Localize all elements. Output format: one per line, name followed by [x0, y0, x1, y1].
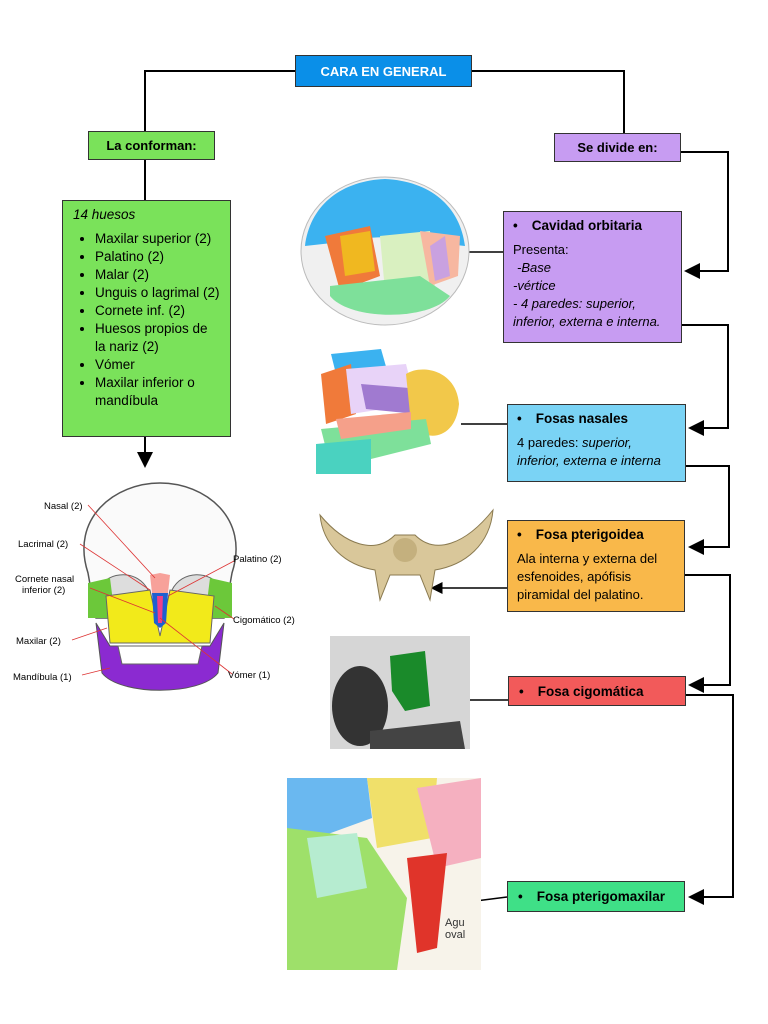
bone-item: Malar (2) — [95, 266, 220, 284]
orbit-illustration — [300, 176, 470, 326]
orbit-paredes: - 4 paredes: superior, inferior, externa… — [513, 296, 661, 329]
skull-front-illustration: Nasal (2) Lacrimal (2) Cornete nasal inf… — [13, 482, 295, 691]
pterygomaxillary-illustration: Agu oval — [287, 778, 481, 970]
arrow-to-cigomatica — [685, 574, 731, 693]
bone-item: Vómer — [95, 356, 220, 374]
arrow-to-pterigomaxilar — [686, 694, 734, 905]
se-divide-box: Se divide en: — [554, 133, 681, 162]
label-maxilar: Maxilar (2) — [16, 636, 61, 647]
bones-box: 14 huesos Maxilar superior (2) Palatino … — [62, 200, 231, 437]
se-divide-label: Se divide en: — [577, 140, 658, 155]
label-lacrimal: Lacrimal (2) — [18, 539, 68, 550]
la-conforman-box: La conforman: — [88, 131, 215, 160]
bone-item: Maxilar superior (2) — [95, 230, 220, 248]
label-cornete-2: inferior (2) — [22, 585, 65, 596]
orbit-base: -Base — [517, 260, 551, 275]
label-cigomatico: Cigomático (2) — [233, 615, 295, 626]
fosas-nasales-box: • Fosas nasales 4 paredes: superior, inf… — [507, 404, 686, 482]
fosas-nasales-title-row: • Fosas nasales — [517, 411, 676, 426]
label-palatino: Palatino (2) — [233, 554, 282, 565]
label-agu: Agu — [445, 917, 465, 929]
label-oval: oval — [445, 929, 465, 941]
orbit-vertice: -vértice — [513, 278, 556, 293]
fosa-cigomatica-box: • Fosa cigomática — [508, 676, 686, 706]
line-title-right — [472, 70, 625, 133]
fosa-pterigoidea-body: Ala interna y externa del esfenoides, ap… — [517, 551, 658, 602]
nasales-walls: superior, inferior, externa e interna — [517, 435, 661, 468]
fosa-pterigoidea-title-row: • Fosa pterigoidea — [517, 527, 675, 542]
fosa-pterigomaxilar-title: Fosa pterigomaxilar — [536, 889, 666, 904]
nasal-cavity-illustration — [311, 344, 461, 476]
bone-item: Maxilar inferior o mandíbula — [95, 374, 220, 410]
cavidad-orbitaria-title: Cavidad orbitaria — [531, 218, 643, 233]
fosa-pterigoidea-title: Fosa pterigoidea — [535, 527, 644, 542]
bone-item: Cornete inf. (2) — [95, 302, 220, 320]
cavidad-orbitaria-box: • Cavidad orbitaria Presenta: -Base -vér… — [503, 211, 682, 343]
bones-intro: 14 huesos — [73, 207, 136, 222]
fosas-nasales-title: Fosas nasales — [535, 411, 629, 426]
nasales-prefix: 4 paredes: — [517, 435, 583, 450]
bones-list: Maxilar superior (2) Palatino (2) Malar … — [73, 230, 220, 410]
page-title: CARA EN GENERAL — [320, 63, 447, 79]
fosa-pterigomaxilar-box: • Fosa pterigomaxilar — [507, 881, 685, 912]
presenta-label: Presenta: — [513, 242, 569, 257]
title-box: CARA EN GENERAL — [295, 55, 472, 87]
fosa-pterigoidea-box: • Fosa pterigoidea Ala interna y externa… — [507, 520, 685, 612]
bone-item: Huesos propios de la nariz (2) — [95, 320, 220, 356]
bullet: • — [517, 527, 522, 542]
arrow-to-orbitaria — [681, 151, 729, 279]
label-cornete-1: Cornete nasal — [15, 574, 74, 585]
cavidad-orbitaria-body: Presenta: -Base -vértice - 4 paredes: su… — [513, 241, 672, 331]
cavidad-orbitaria-title-row: • Cavidad orbitaria — [513, 218, 672, 233]
bullet: • — [518, 889, 523, 904]
fosa-cigomatica-title: Fosa cigomática — [537, 683, 644, 699]
bone-item: Unguis o lagrimal (2) — [95, 284, 220, 302]
bone-item: Palatino (2) — [95, 248, 220, 266]
label-mandibula: Mandíbula (1) — [13, 672, 72, 683]
label-nasal: Nasal (2) — [44, 501, 83, 512]
zygomatic-fossa-illustration — [330, 636, 470, 749]
la-conforman-label: La conforman: — [106, 138, 197, 153]
sphenoid-illustration — [319, 508, 494, 602]
arrow-to-nasales — [682, 324, 729, 436]
arrow-to-pterigoidea — [686, 465, 730, 555]
label-vomer: Vómer (1) — [228, 670, 270, 681]
fosas-nasales-body: 4 paredes: superior, inferior, externa e… — [517, 434, 676, 470]
bullet: • — [513, 218, 518, 233]
bullet: • — [519, 683, 524, 699]
bullet: • — [517, 411, 522, 426]
line-title-left — [144, 70, 295, 131]
